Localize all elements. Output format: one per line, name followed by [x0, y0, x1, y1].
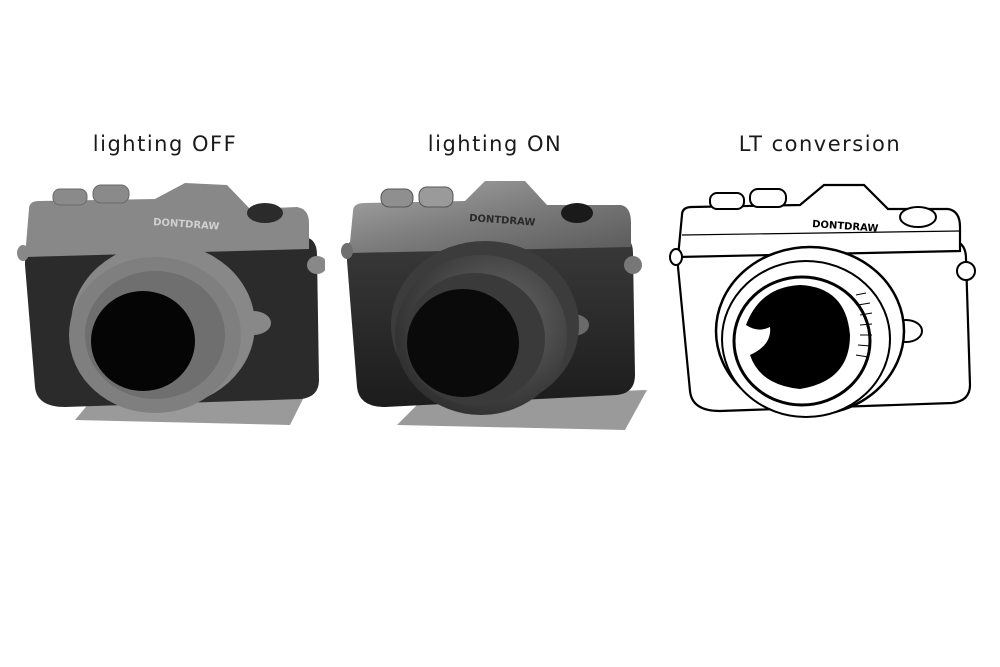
dial-left — [52, 188, 88, 206]
strap-lug-right — [624, 256, 642, 274]
lens-glass — [91, 291, 195, 391]
camera-shaded-image: DONTDRAW — [341, 181, 647, 430]
strap-lug-left — [341, 243, 353, 259]
camera-top-plate — [349, 181, 631, 253]
panel-lt-conversion: LT conversion DONTDRAW — [660, 120, 980, 450]
camera-top-plate — [676, 183, 962, 259]
dial-left — [709, 192, 745, 210]
strap-lug-right — [956, 261, 976, 281]
camera-brand-text: DONTDRAW — [469, 213, 536, 229]
lens-knurling — [855, 292, 873, 358]
dial-left — [380, 188, 414, 208]
shutter-button — [561, 203, 593, 223]
dial-middle — [418, 186, 454, 208]
camera-brand-text: DONTDRAW — [812, 219, 879, 235]
lens-glass — [407, 289, 519, 397]
strap-lug-left — [17, 245, 29, 261]
strap-lug-left — [669, 248, 683, 266]
strap-lug-right — [307, 256, 325, 274]
camera-flat-image: DONTDRAW — [17, 183, 325, 425]
caption-lighting-on: lighting ON — [427, 132, 563, 156]
panel-lighting-off: lighting OFF DONTDRAW — [5, 120, 325, 450]
camera-line-art-image: DONTDRAW — [669, 183, 976, 418]
panel-lighting-on: lighting ON DONTDRAW — [335, 120, 655, 450]
dial-middle — [749, 188, 787, 208]
caption-lt-conversion: LT conversion — [738, 132, 902, 156]
camera-brand-text: DONTDRAW — [153, 217, 220, 233]
shutter-button — [247, 203, 283, 223]
dial-middle — [92, 184, 130, 204]
lens-glass — [746, 285, 850, 389]
shutter-button — [899, 206, 937, 228]
caption-lighting-off: lighting OFF — [92, 132, 238, 156]
